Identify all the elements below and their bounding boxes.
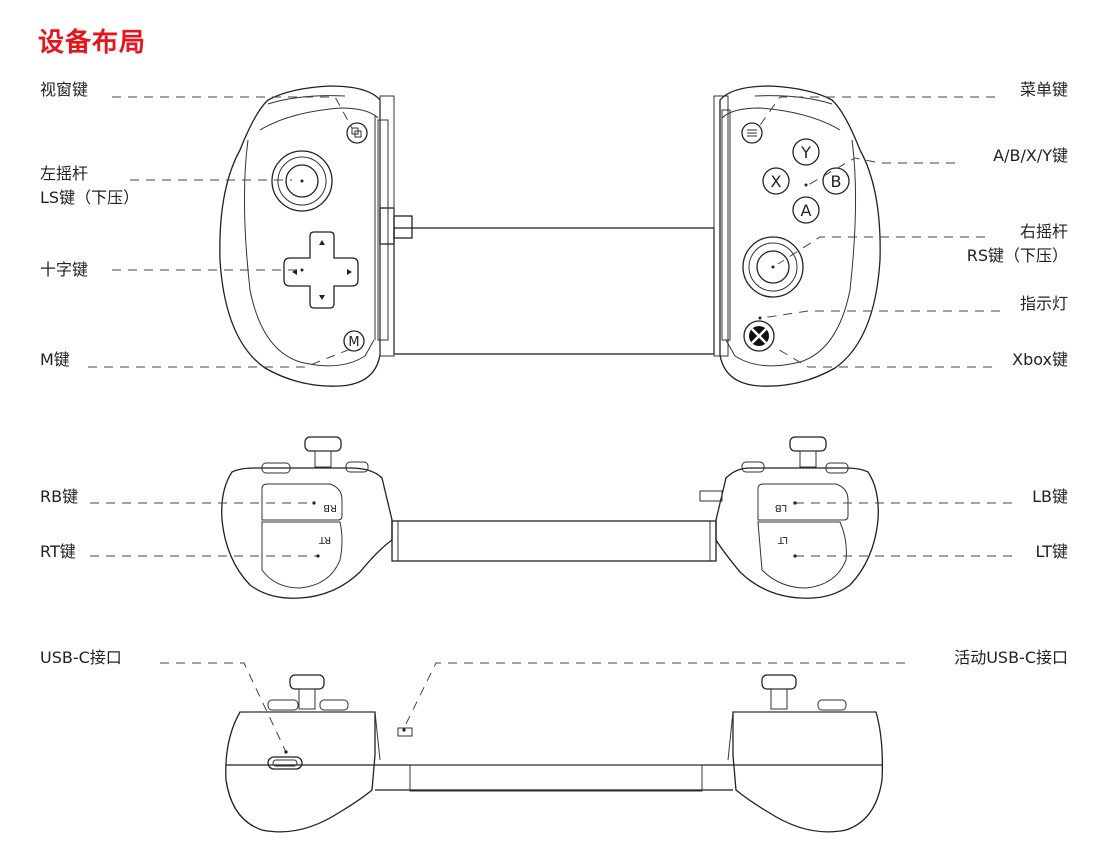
right-grip <box>719 85 881 387</box>
dpad[interactable] <box>283 231 359 309</box>
left-grip <box>219 85 381 387</box>
mark-lt: LT <box>777 534 788 545</box>
phone-slot <box>393 227 715 355</box>
label-lb: LB键 <box>1032 487 1068 506</box>
mark-rb: RB <box>323 502 337 513</box>
button-x-label: X <box>771 172 782 191</box>
label-left-stick: 左摇杆 <box>40 164 89 183</box>
label-menu-key: 菜单键 <box>1019 80 1068 99</box>
front-view: M Y X B A <box>88 85 1000 387</box>
bottom-view <box>160 662 905 833</box>
label-indicator: 指示灯 <box>1019 294 1068 313</box>
label-right-stick-sub: RS键（下压） <box>966 246 1068 265</box>
label-m-key: M键 <box>40 350 70 369</box>
menu-button[interactable] <box>741 122 763 144</box>
label-left-stick-sub: LS键（下压） <box>40 188 140 207</box>
mark-lb: LB <box>775 502 788 513</box>
mark-rt: RT <box>318 534 331 545</box>
label-active-usbc: 活动USB-C接口 <box>954 648 1068 667</box>
button-a-label: A <box>801 201 812 220</box>
left-stick[interactable] <box>271 150 333 212</box>
right-stick[interactable] <box>742 236 804 298</box>
label-lt: LT键 <box>1035 542 1069 561</box>
abxy-buttons[interactable]: Y X B A <box>762 138 850 224</box>
label-rb: RB键 <box>40 487 79 506</box>
label-rt: RT键 <box>40 542 76 561</box>
label-right-stick: 右摇杆 <box>1019 222 1068 241</box>
button-y-label: Y <box>800 143 811 162</box>
xbox-button[interactable] <box>743 320 775 352</box>
m-button[interactable] <box>343 330 365 352</box>
label-usbc: USB-C接口 <box>40 648 122 667</box>
page-title: 设备布局 <box>38 28 147 58</box>
indicator-light <box>758 316 762 320</box>
label-abxy: A/B/X/Y键 <box>993 146 1068 165</box>
usbc-port <box>267 756 303 770</box>
view-button[interactable] <box>346 122 368 144</box>
top-view: RB RT LB LT <box>90 436 1012 599</box>
button-b-label: B <box>831 172 842 191</box>
label-dpad: 十字键 <box>40 260 89 279</box>
m-button-label: M <box>348 335 359 350</box>
label-view-key: 视窗键 <box>40 80 89 99</box>
label-xbox-key: Xbox键 <box>1012 350 1068 369</box>
